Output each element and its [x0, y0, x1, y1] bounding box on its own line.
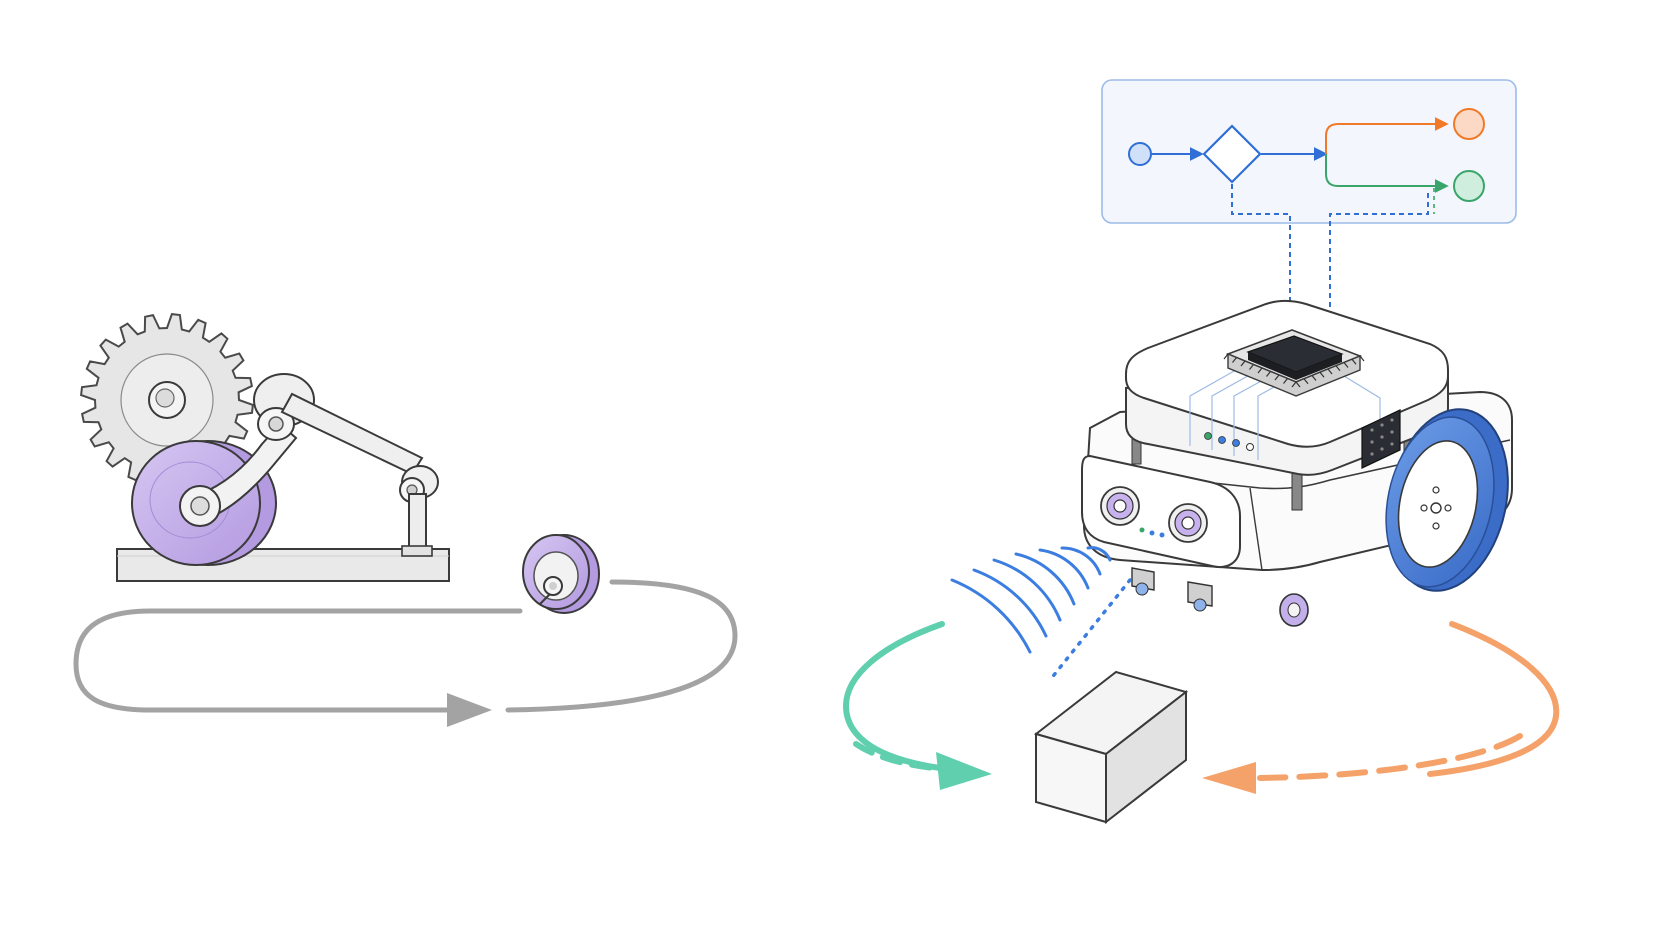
chip-pin: [1303, 378, 1309, 385]
ultrasonic-sensor-icon: [1081, 454, 1241, 568]
chip-pin: [1240, 360, 1246, 367]
chip-pin: [1295, 381, 1301, 388]
status-led-blue: [1218, 436, 1226, 444]
chip-pin: [1274, 374, 1280, 381]
pin-header-connector: [1361, 409, 1401, 469]
chip-pin: [1291, 381, 1297, 388]
obstacle-box-icon: [1033, 670, 1189, 825]
chip-pin: [1223, 353, 1229, 360]
flow-end-node-orange: [1453, 108, 1485, 140]
sonar-waves-icon: [950, 546, 1112, 654]
status-led-blue-2: [1232, 439, 1240, 447]
drive-wheel: [1385, 408, 1509, 592]
flow-start-node: [1128, 142, 1152, 166]
flow-decision-node: [1202, 124, 1262, 184]
status-led-green: [1204, 432, 1212, 440]
chip-pin: [1266, 371, 1271, 377]
chip-pin: [1327, 368, 1333, 375]
microcontroller-chip-icon: [1223, 329, 1365, 397]
mechanical-system: [73, 313, 738, 727]
chip-pin: [1257, 367, 1263, 374]
chip-pin: [1319, 371, 1325, 378]
chip-pin: [1335, 365, 1341, 372]
chip-pin: [1351, 358, 1357, 365]
feedback-loop-arrows-icon: [842, 621, 1560, 794]
flowchart-icon: [1101, 79, 1517, 335]
chip-pin: [1249, 364, 1254, 370]
flow-end-node-green: [1453, 170, 1485, 202]
crank-linkage-icon: [179, 373, 439, 557]
robot-underside-parts: [1131, 567, 1309, 627]
chip-pin: [1283, 378, 1288, 384]
cam-follower-icon: [522, 534, 600, 614]
chip-pin: [1359, 355, 1365, 362]
closed-loop-arrow-icon: [73, 579, 738, 727]
status-led-off: [1246, 443, 1254, 451]
sensor-beam: [1048, 578, 1132, 682]
robot-icon: [1081, 300, 1513, 627]
chip-pin: [1232, 357, 1237, 363]
chip-pin: [1311, 375, 1317, 381]
chip-pin: [1343, 362, 1349, 368]
